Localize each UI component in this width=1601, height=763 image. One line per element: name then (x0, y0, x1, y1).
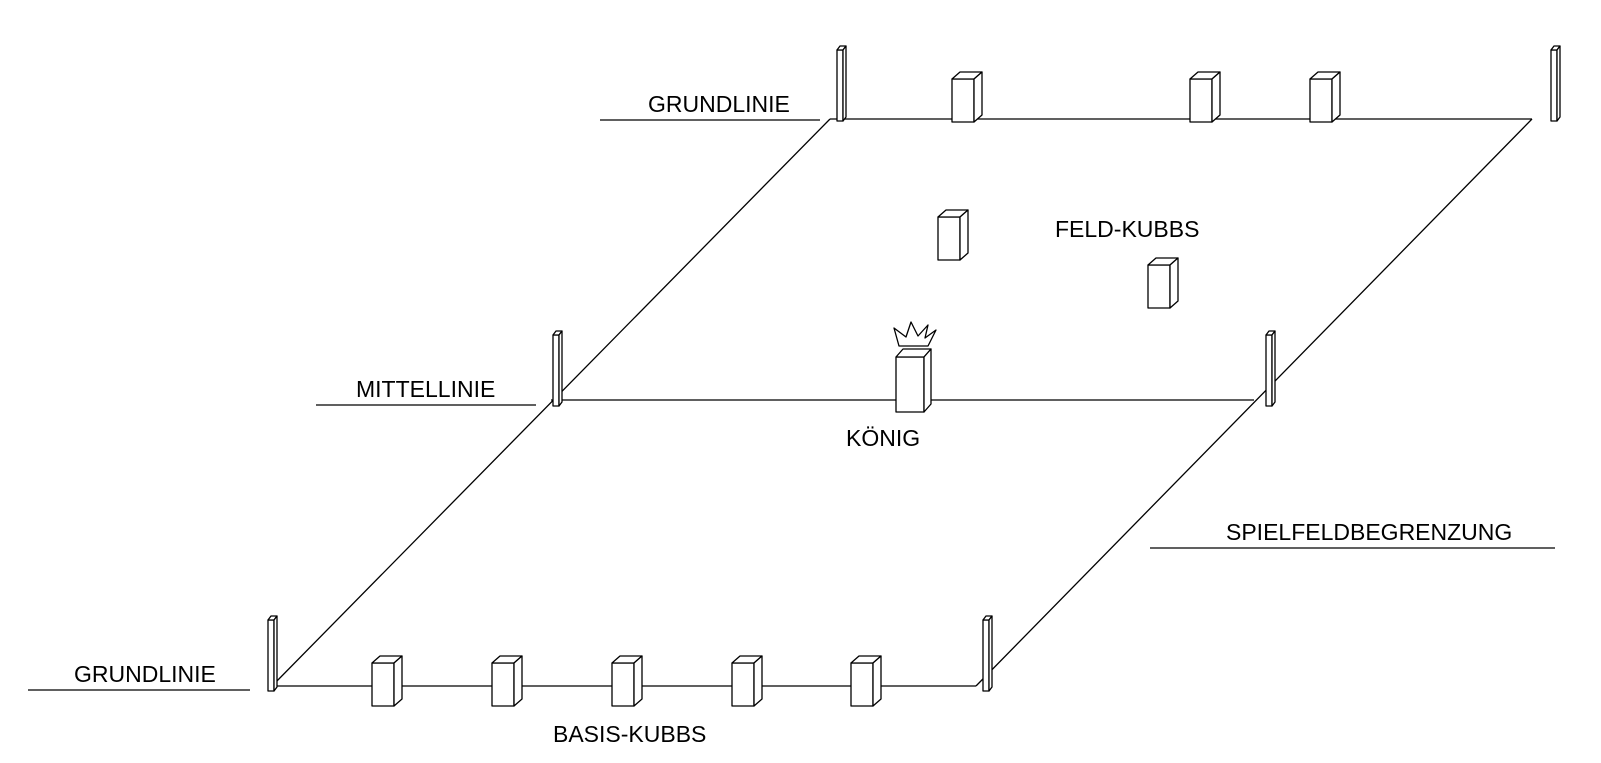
base-kubb (611, 655, 643, 707)
king (893, 321, 937, 413)
base-kubb (1309, 71, 1341, 123)
label-leaders (28, 119, 1555, 691)
sideline-right (975, 118, 1533, 687)
label-basis-kubbs: BASIS-KUBBS (553, 721, 706, 747)
label-grundlinie-bottom: GRUNDLINIE (74, 661, 216, 687)
base-kubb (1189, 71, 1221, 123)
sideline-left (271, 118, 831, 687)
corner-stake (836, 45, 847, 122)
label-grundlinie-top: GRUNDLINIE (648, 91, 790, 117)
corner-stakes (267, 45, 1561, 692)
field-kubb (1147, 257, 1179, 309)
base-kubbs-far (951, 71, 1341, 123)
base-kubb (371, 655, 403, 707)
base-kubb (951, 71, 983, 123)
base-kubbs-near (371, 655, 882, 707)
field-kubb (937, 209, 969, 261)
label-mittellinie: MITTELLINIE (356, 376, 495, 402)
corner-stake (552, 330, 563, 407)
corner-stake (267, 615, 278, 692)
corner-stake (1265, 330, 1276, 407)
base-kubb (850, 655, 882, 707)
labels: GRUNDLINIE MITTELLINIE GRUNDLINIE FELD-K… (74, 91, 1512, 747)
field-kubbs (937, 209, 1179, 309)
label-koenig: KÖNIG (846, 425, 920, 451)
base-kubb (491, 655, 523, 707)
corner-stake (982, 615, 993, 692)
label-spielfeldbegrenzung: SPIELFELDBEGRENZUNG (1226, 519, 1512, 545)
crown-icon (893, 321, 937, 347)
label-feld-kubbs: FELD-KUBBS (1055, 216, 1199, 242)
base-kubb (731, 655, 763, 707)
corner-stake (1550, 45, 1561, 122)
